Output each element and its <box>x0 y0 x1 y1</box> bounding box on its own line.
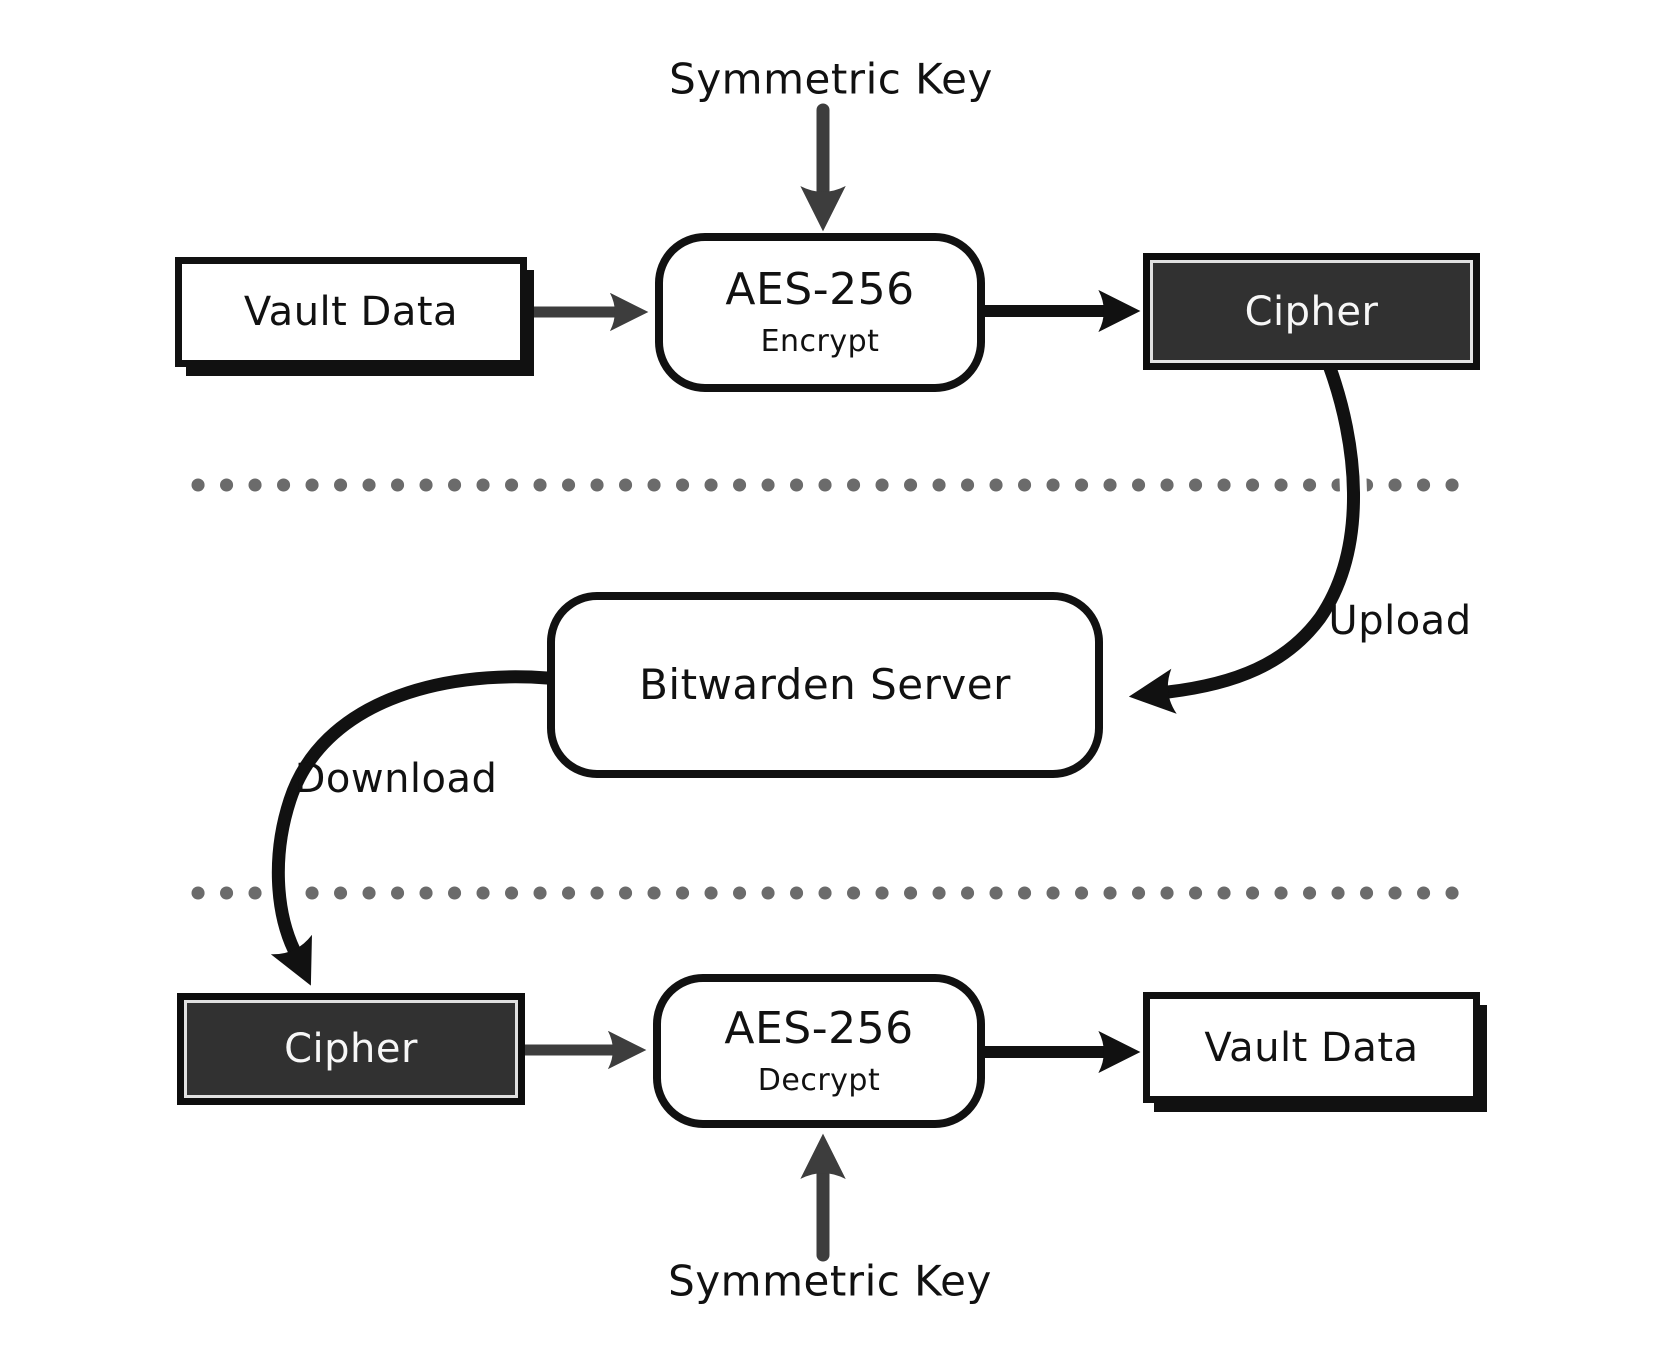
download-arrow <box>270 670 554 986</box>
aes-encrypt-subtitle: Encrypt <box>760 324 880 359</box>
cipher-bottom-label: Cipher <box>284 1026 418 1072</box>
aes-decrypt-box: AES-256 Decrypt <box>653 974 985 1128</box>
cipher-top-box: Cipher <box>1143 253 1480 370</box>
vault-data-bottom-box: Vault Data <box>1143 992 1480 1103</box>
vault-data-bottom-label: Vault Data <box>1204 1024 1419 1071</box>
cipher-top-label: Cipher <box>1244 288 1379 335</box>
aes-encrypt-title: AES-256 <box>725 264 915 315</box>
symmetric-key-bottom-label: Symmetric Key <box>668 1256 992 1306</box>
download-arrow-casing <box>264 663 561 964</box>
cipher-bottom-box: Cipher <box>177 993 525 1105</box>
vault-data-top-label: Vault Data <box>243 289 459 335</box>
vault-data-top-box: Vault Data <box>175 257 527 367</box>
download-label: Download <box>294 756 498 802</box>
upload-arrow <box>1128 361 1360 714</box>
aes-decrypt-title: AES-256 <box>724 1002 914 1054</box>
upload-arrow-casing <box>1154 354 1367 706</box>
aes-decrypt-subtitle: Decrypt <box>757 1062 881 1098</box>
bitwarden-server-label: Bitwarden Server <box>639 660 1011 709</box>
bitwarden-server-box: Bitwarden Server <box>547 592 1103 778</box>
aes-encrypt-box: AES-256 Encrypt <box>655 233 985 392</box>
symmetric-key-top-label: Symmetric Key <box>669 54 993 104</box>
upload-label: Upload <box>1328 598 1472 644</box>
